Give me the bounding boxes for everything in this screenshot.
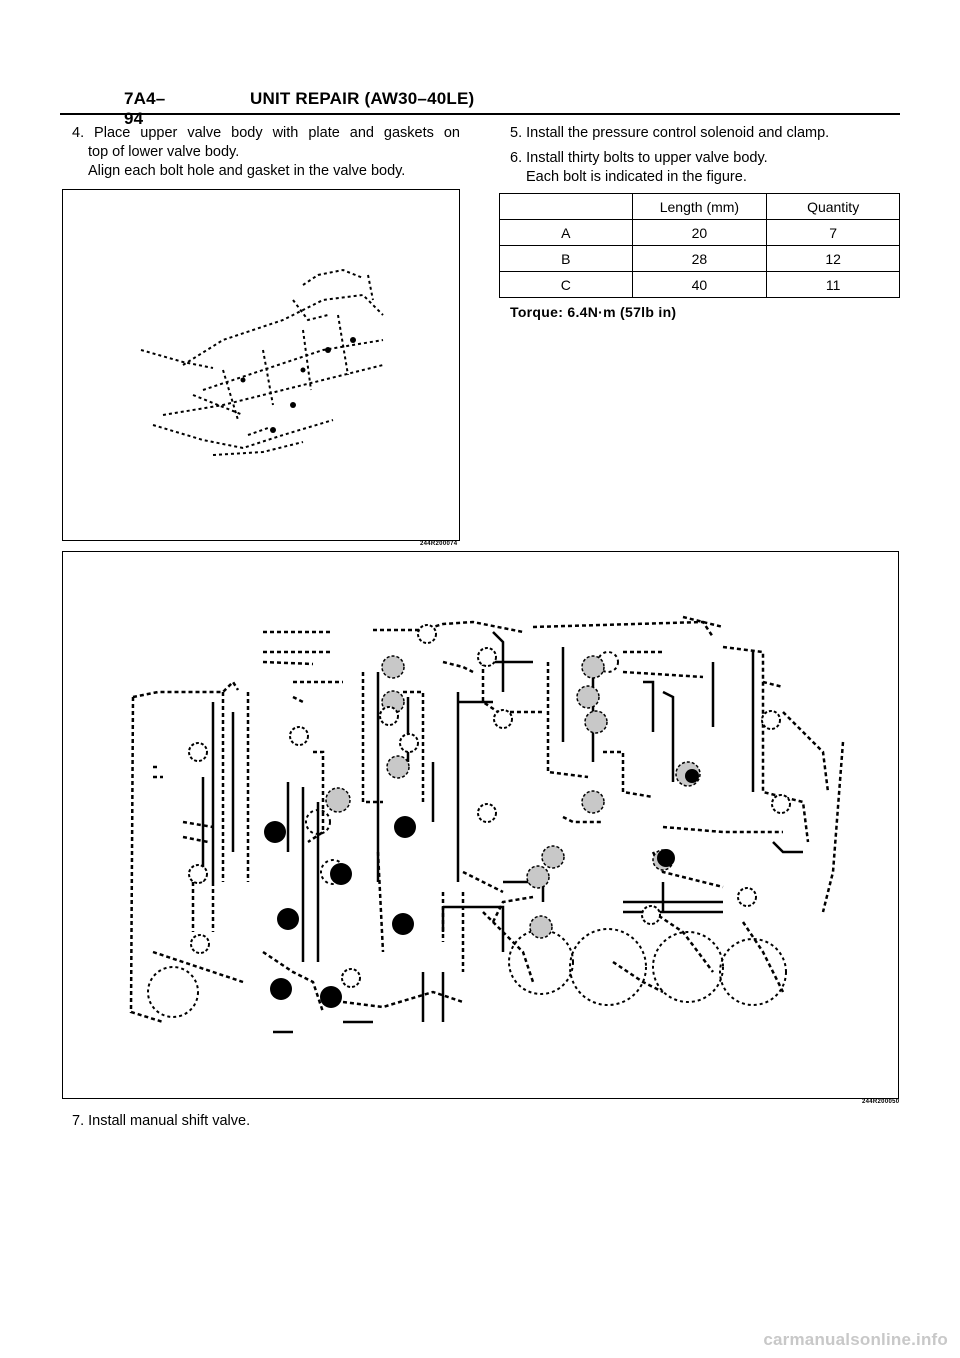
step-4-line-3: Align each bolt hole and gasket in the v… [88,163,406,179]
bolt-length-cell: 28 [631,245,768,272]
header-rule [60,113,900,115]
valve-body-placement-drawing [140,268,384,456]
table-header-row: Length (mm) Quantity [499,193,900,220]
page-title: UNIT REPAIR (AW30–40LE) [250,89,475,108]
bolt-type-cell: C [499,271,633,298]
bolt-quantity-cell: 7 [766,219,900,246]
step-4-line-2: top of lower valve body. [88,144,240,160]
table-row: B 28 12 [499,245,900,272]
figure-upper-valve-body [62,189,460,541]
bolt-quantity-cell: 11 [766,271,900,298]
step-6: 6. Install thirty bolts to upper valve b… [510,149,768,187]
table-header-cell [499,193,633,220]
bolt-type-cell: A [499,219,633,246]
step-7: 7. Install manual shift valve. [72,1113,251,1129]
bolt-type-cell: B [499,245,633,272]
step-4: 4. Place upper valve body with plate and… [72,124,460,181]
table-row: C 40 11 [499,271,900,298]
bolt-quantity-cell: 12 [766,245,900,272]
torque-spec: Torque: 6.4N·m (57lb in) [510,304,677,320]
bolt-location-drawing [129,615,845,1034]
step-4-line-1: 4. Place upper valve body with plate and… [72,125,460,141]
section-number: 7A4–94 [124,89,166,128]
bolt-length-cell: 40 [631,271,768,298]
figure-1-code: 244R200074 [420,541,458,547]
table-row: A 20 7 [499,219,900,246]
step-6-line-2: Each bolt is indicated in the figure. [526,169,747,185]
table-header-cell: Quantity [766,193,900,220]
bolt-length-table: Length (mm) Quantity A 20 7 B 28 12 C 40… [499,193,900,298]
step-6-line-1: 6. Install thirty bolts to upper valve b… [510,150,768,166]
step-5: 5. Install the pressure control solenoid… [510,125,830,141]
watermark: carmanualsonline.info [763,1330,948,1349]
figure-bolt-locations [62,551,899,1099]
table-header-cell: Length (mm) [631,193,768,220]
figure-2-code: 244R200050 [862,1099,900,1105]
bolt-length-cell: 20 [631,219,768,246]
